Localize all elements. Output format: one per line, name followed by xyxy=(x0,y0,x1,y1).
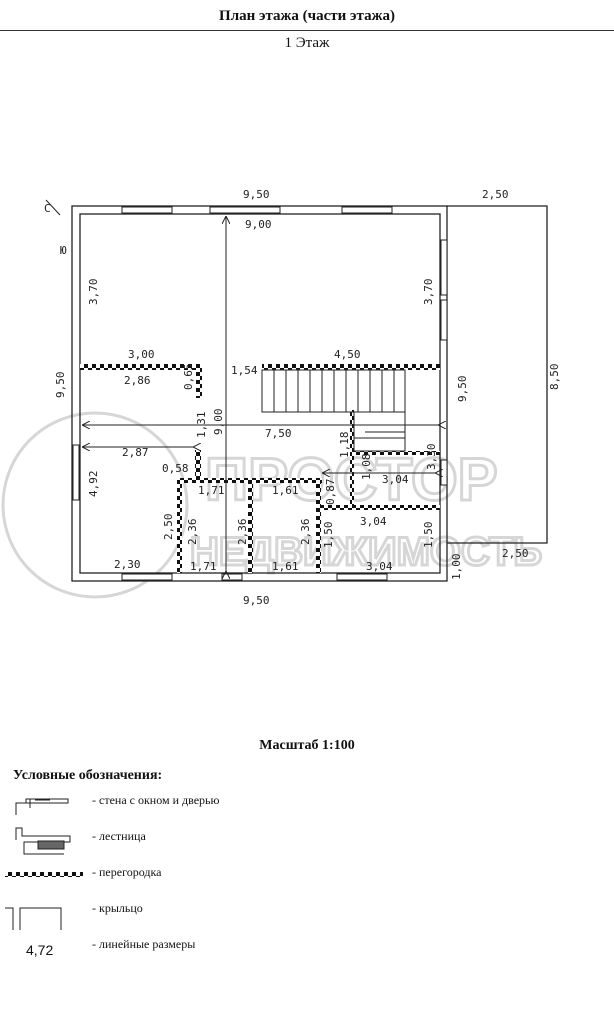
dim-label: 1,08 xyxy=(360,454,373,481)
dim-label: 3,70 xyxy=(87,279,100,306)
dim-label: 7,50 xyxy=(265,427,292,440)
partitions xyxy=(80,364,440,573)
plan-title: План этажа (части этажа) xyxy=(219,8,395,24)
dimension-labels: 9,50 9,00 2,50 3,70 3,70 9,50 9,50 8,50 … xyxy=(54,188,561,607)
scale-label: Масштаб 1:100 xyxy=(259,738,355,753)
dim-label: 2,50 xyxy=(482,188,509,201)
dim-label: 1,00 xyxy=(450,554,463,581)
dim-label: 3,70 xyxy=(422,279,435,306)
dim-label: 2,50 xyxy=(502,547,529,560)
wall-window-door-symbol-detail xyxy=(29,799,50,808)
windows xyxy=(72,206,448,581)
legend-symbols xyxy=(5,798,83,930)
dim-label: 4,50 xyxy=(334,348,361,361)
dim-label: 1,71 xyxy=(190,560,217,573)
legend-item-porch: - крыльцо xyxy=(92,901,143,915)
stairs-symbol xyxy=(15,827,71,855)
legend-item-stairs: - лестница xyxy=(92,829,146,843)
legend-sample-dimension: 4,72 xyxy=(26,942,54,958)
dim-label: 1,61 xyxy=(272,484,299,497)
dim-label: 9,00 xyxy=(212,409,225,436)
legend-title: Условные обозначения: xyxy=(13,768,163,783)
compass-north: С xyxy=(44,202,51,215)
walls xyxy=(71,205,548,582)
compass-south: Ю xyxy=(60,244,67,257)
dim-label: 3,04 xyxy=(360,515,387,528)
stairs-symbol-fill xyxy=(37,840,65,850)
dim-label: 9,50 xyxy=(243,188,270,201)
dim-label: 4,92 xyxy=(87,471,100,498)
dim-label: 2,50 xyxy=(162,514,175,541)
dim-label: 2,36 xyxy=(236,519,249,546)
dim-label: 1,50 xyxy=(322,522,335,549)
wall-window-door-symbol xyxy=(15,798,69,815)
dim-label: 2,86 xyxy=(124,374,151,387)
dim-label: 3,00 xyxy=(128,348,155,361)
legend-item-partition: - перегородка xyxy=(92,865,162,879)
dim-label: 9,50 xyxy=(456,376,469,403)
dim-label: 9,50 xyxy=(54,372,67,399)
dim-label: 0,65 xyxy=(182,364,195,391)
dim-label: 9,00 xyxy=(245,218,272,231)
dim-label: 2,87 xyxy=(122,446,149,459)
title-divider xyxy=(0,30,614,31)
partition-symbol xyxy=(5,872,83,877)
dim-label: 3,04 xyxy=(366,560,393,573)
dimension-lines xyxy=(45,199,438,571)
dim-label: 1,50 xyxy=(422,522,435,549)
dim-label: 3,04 xyxy=(382,473,409,486)
dim-label: 2,36 xyxy=(299,519,312,546)
dim-label: 1,71 xyxy=(198,484,225,497)
dim-label: 1,31 xyxy=(195,412,208,439)
dim-label: 2,30 xyxy=(114,558,141,571)
dim-label: 9,50 xyxy=(243,594,270,607)
dim-label: 2,36 xyxy=(186,519,199,546)
dim-label: 3,30 xyxy=(425,444,438,471)
dim-label: 0,58 xyxy=(162,462,189,475)
porch-symbol xyxy=(5,907,62,930)
legend-item-wall: - стена с окном и дверью xyxy=(92,793,220,807)
legend-item-dimensions: - линейные размеры xyxy=(92,937,196,951)
dim-label: 8,50 xyxy=(548,364,561,391)
dim-label: 1,18 xyxy=(338,432,351,459)
dim-label: 1,61 xyxy=(272,560,299,573)
dim-label: 1,54 xyxy=(231,364,258,377)
floor-label: 1 Этаж xyxy=(284,35,330,51)
watermark-subtext: НЕДВИЖИМОСТЬ xyxy=(190,530,542,574)
dim-label: 0,87 xyxy=(324,479,337,506)
